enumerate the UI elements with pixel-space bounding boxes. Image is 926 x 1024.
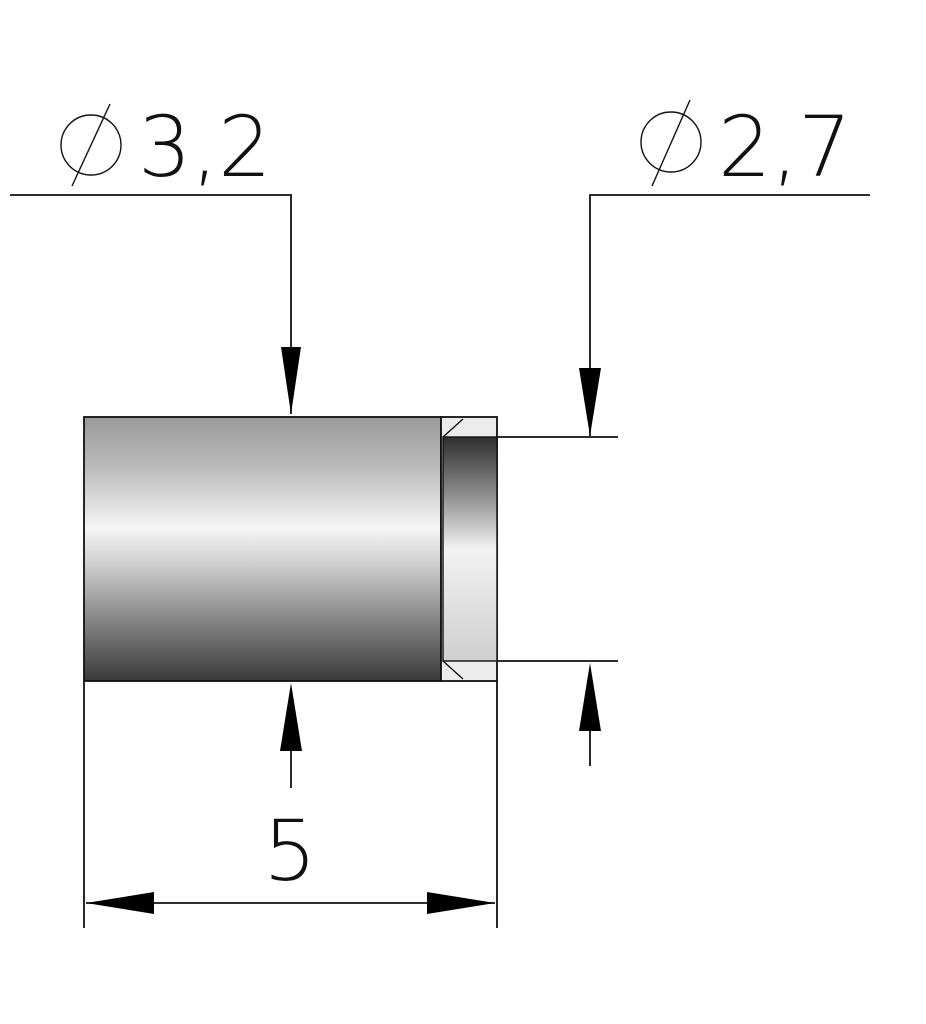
top-chamfer-line — [442, 418, 464, 438]
outer-bottom-arrow — [280, 683, 302, 751]
inner-diameter-value: 2,7 — [718, 98, 852, 196]
inner-diameter-label: 2,7 — [640, 98, 852, 196]
bottom-chamfer-line — [442, 660, 464, 680]
diameter-symbol-icon — [60, 103, 122, 187]
length-right-arrow — [427, 892, 495, 914]
outer-diameter-leader — [10, 194, 301, 414]
inner-bottom-arrow — [579, 663, 601, 731]
diameter-symbol-icon — [640, 99, 702, 187]
inner-top-arrow — [579, 368, 601, 436]
outer-diameter-value: 3,2 — [138, 98, 272, 196]
outer-top-arrow — [281, 347, 301, 414]
inner-diameter-leader — [498, 194, 870, 766]
outer-diameter-label: 3,2 — [60, 98, 272, 196]
outer-bottom-leader — [280, 683, 302, 788]
length-left-arrow — [86, 892, 154, 914]
length-value: 5 — [263, 802, 316, 900]
tube-part — [83, 416, 498, 682]
tube-body — [83, 416, 442, 682]
length-dimension: 5 — [83, 681, 498, 928]
tube-bore — [442, 436, 498, 662]
